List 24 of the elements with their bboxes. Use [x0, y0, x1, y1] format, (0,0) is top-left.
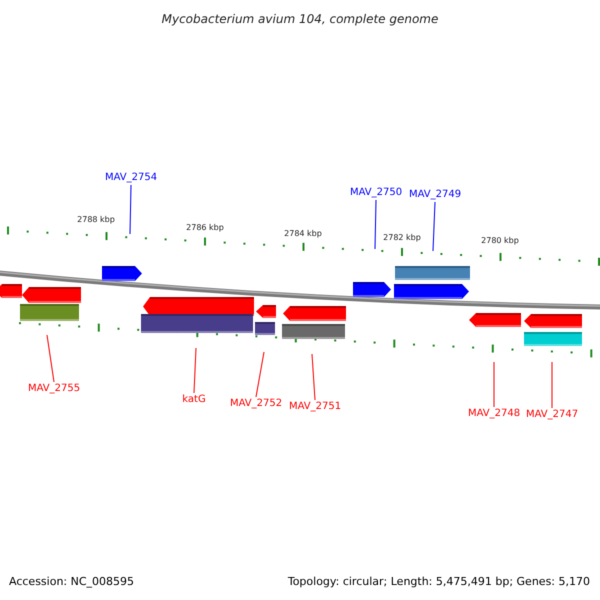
gene-label: katG	[182, 393, 206, 407]
footer-note: Topology: circular; Length: 5,475,491 bp; Genes: 5,170	[288, 574, 590, 590]
gene-label: MAV_2748	[468, 407, 520, 421]
gene-label: MAV_2749	[408, 188, 462, 202]
scale-label: 2786 kbp	[186, 222, 224, 234]
scale-label: 2782 kbp	[383, 232, 421, 244]
gene-label: MAV_2751	[288, 400, 342, 414]
scale-label: 2788 kbp	[77, 214, 115, 226]
leader-line	[256, 352, 264, 398]
leader-line	[312, 354, 316, 400]
leader-line	[46, 334, 54, 382]
scale-label: 2784 kbp	[284, 228, 322, 240]
leader-line	[130, 184, 132, 234]
diagram-title: Mycobacterium avium 104, complete genome	[162, 11, 438, 28]
gene-label: MAV_2755	[28, 382, 80, 396]
leader-line	[432, 202, 436, 252]
scale-label: 2780 kbp	[481, 235, 519, 247]
footer-note: Accession: NC_008595	[9, 574, 134, 590]
gene-label: MAV_2754	[104, 171, 158, 185]
leader-line	[374, 200, 376, 250]
gene-label: MAV_2752	[230, 397, 282, 411]
gene-label: MAV_2747	[526, 408, 578, 422]
leader-line	[194, 348, 196, 394]
gene-label: MAV_2750	[350, 186, 402, 200]
